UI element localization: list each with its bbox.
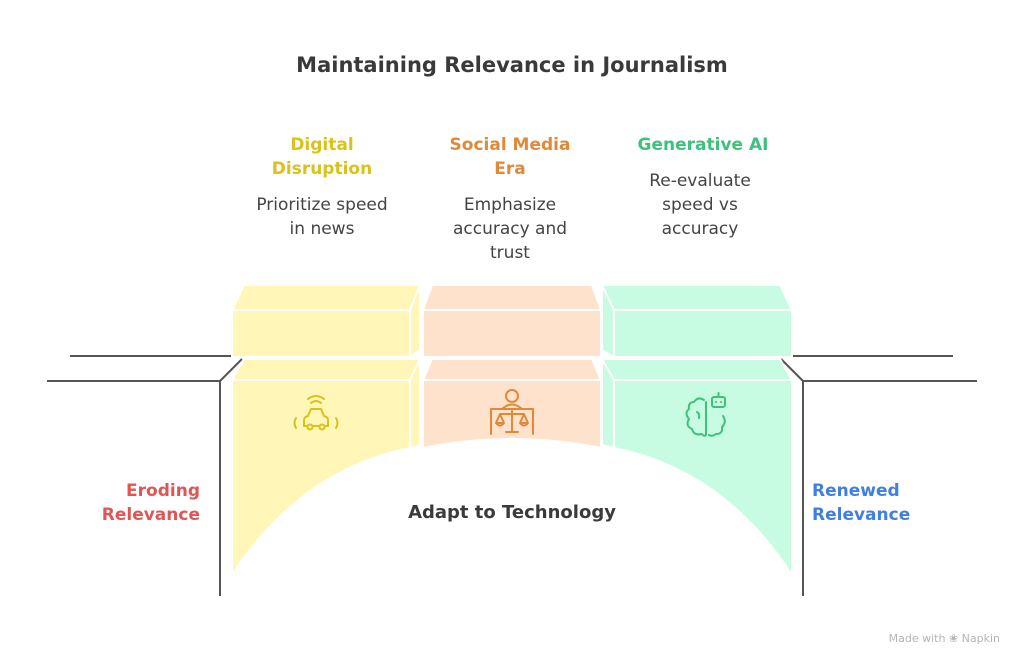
stage-1-heading-line: Disruption [271,159,373,179]
ai-brain-robot-icon [685,392,726,437]
stage-2-description-line: trust [490,243,530,263]
stage-3-heading-line: Generative AI [637,135,769,155]
stage-1-lower-block [230,358,422,579]
stage-2-description: Emphasize accuracy and trust [410,193,610,265]
diagram-title: Maintaining Relevance in Journalism [296,53,728,77]
judge-scales-icon [490,389,534,435]
stage-1-upper-block [230,284,422,359]
stage-1-description: Prioritize speed in news [222,193,422,241]
napkin-watermark: Made with ❀ Napkin [888,632,1000,645]
left-cliff [47,355,243,596]
right-cliff-bevel [780,358,804,382]
renewed-relevance-label: Renewed Relevance [812,479,972,527]
stage-2-heading-line: Social Media [449,135,571,155]
stage-1-heading-line: Digital [290,135,354,155]
stage-1-heading: Digital Disruption [222,133,422,181]
renewed-relevance-line: Relevance [812,505,911,525]
stage-3-heading: Generative AI [593,133,813,157]
right-cliff [780,355,977,596]
stage-2-heading: Social Media Era [410,133,610,181]
stage-3-description-line: Re-evaluate [649,171,751,191]
left-cliff-bevel [219,358,243,382]
autonomous-car-icon [293,395,339,431]
stage-2-description-line: Emphasize [463,195,557,215]
stage-3-description-line: accuracy [661,219,739,239]
stage-2-upper-block [421,284,603,358]
stage-2-heading-line: Era [494,159,526,179]
stage-3-upper-block [600,284,794,359]
stage-1-description-line: in news [289,219,355,239]
adapt-to-technology-label: Adapt to Technology [408,502,616,523]
stage-3-description-line: speed vs [662,195,738,215]
eroding-relevance-line: Relevance [101,505,200,525]
stage-3-lower-block [600,355,794,579]
eroding-relevance-line: Eroding [126,481,200,501]
stage-2-description-line: accuracy and [452,219,568,239]
stage-1-description-line: Prioritize speed [256,195,388,215]
eroding-relevance-label: Eroding Relevance [60,479,200,527]
stage-3-description: Re-evaluate speed vs accuracy [600,169,800,241]
renewed-relevance-line: Renewed [812,481,900,501]
